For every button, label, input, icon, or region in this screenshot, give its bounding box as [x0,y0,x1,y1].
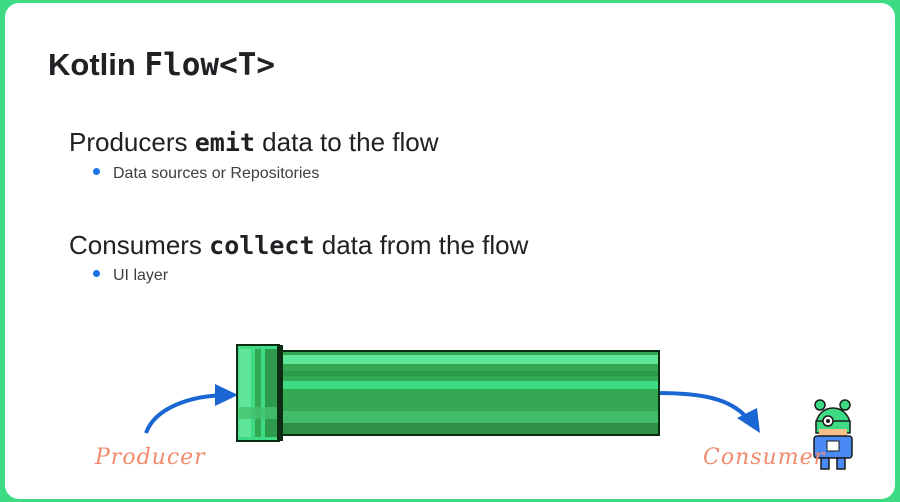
android-consumer-icon [813,399,853,470]
consumers-bullet: UI layer [93,267,168,285]
consumer-label: Consumer [703,445,826,470]
producers-text-before: Producers [69,127,195,157]
consumers-text-before: Consumers [69,230,210,260]
consumers-point: Consumers collect data from the flow [69,230,528,261]
producer-label: Producer [95,445,206,470]
title-code: Flow<T> [144,47,276,83]
producers-bullet: Data sources or Repositories [93,165,319,183]
producer-arrowhead [215,384,238,406]
bullet-dot [93,270,100,278]
collect-code: collect [209,231,315,260]
consumer-arrow [656,391,749,420]
producers-text-after: data to the flow [254,127,439,157]
slide-title: Kotlin Flow<T> [48,47,275,83]
title-text: Kotlin [48,47,145,82]
consumer-arrowhead [737,408,760,433]
flow-diagram [144,344,853,470]
producers-point: Producers emit data to the flow [69,127,439,158]
consumers-bullet-text: UI layer [113,267,169,284]
slide: Kotlin Flow<T> Producers emit data to th… [5,3,895,499]
emit-code: emit [194,128,255,157]
producers-bullet-text: Data sources or Repositories [113,165,320,182]
bullet-dot [93,168,100,176]
pipe [236,344,660,442]
consumers-text-after: data from the flow [314,230,529,260]
